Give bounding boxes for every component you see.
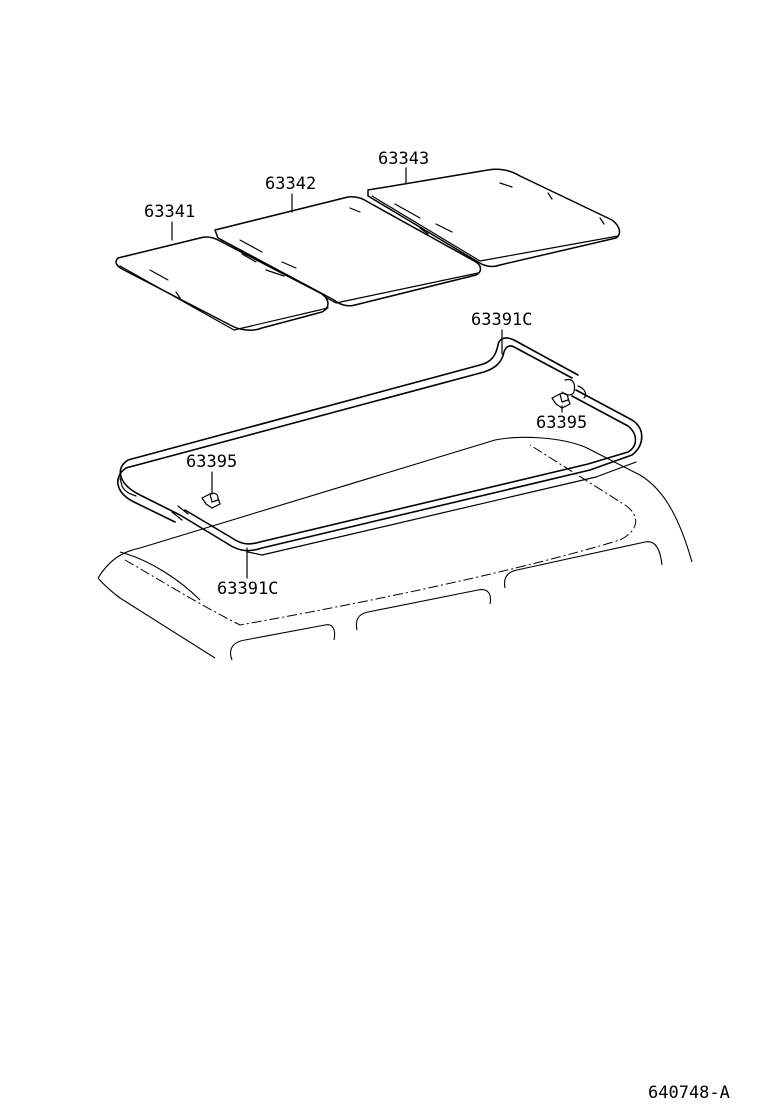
weatherstrip-seal [117, 337, 643, 556]
vehicle-roof-body [97, 436, 693, 661]
callout-clip-left: 63395 [186, 452, 237, 472]
headliner-panel-rear [115, 236, 329, 331]
headliner-panel-front [367, 168, 621, 268]
callout-seal-top: 63391C [471, 310, 532, 330]
callout-clip-right: 63395 [536, 413, 587, 433]
callout-panel-rear: 63341 [144, 202, 195, 222]
callout-panel-middle: 63342 [265, 174, 316, 194]
clip-right [551, 392, 571, 409]
callout-panel-front: 63343 [378, 149, 429, 169]
leader-lines [171, 167, 563, 579]
callout-seal-bottom: 63391C [217, 579, 278, 599]
clip-left [201, 492, 221, 509]
figure-code: 640748-A [648, 1083, 730, 1103]
